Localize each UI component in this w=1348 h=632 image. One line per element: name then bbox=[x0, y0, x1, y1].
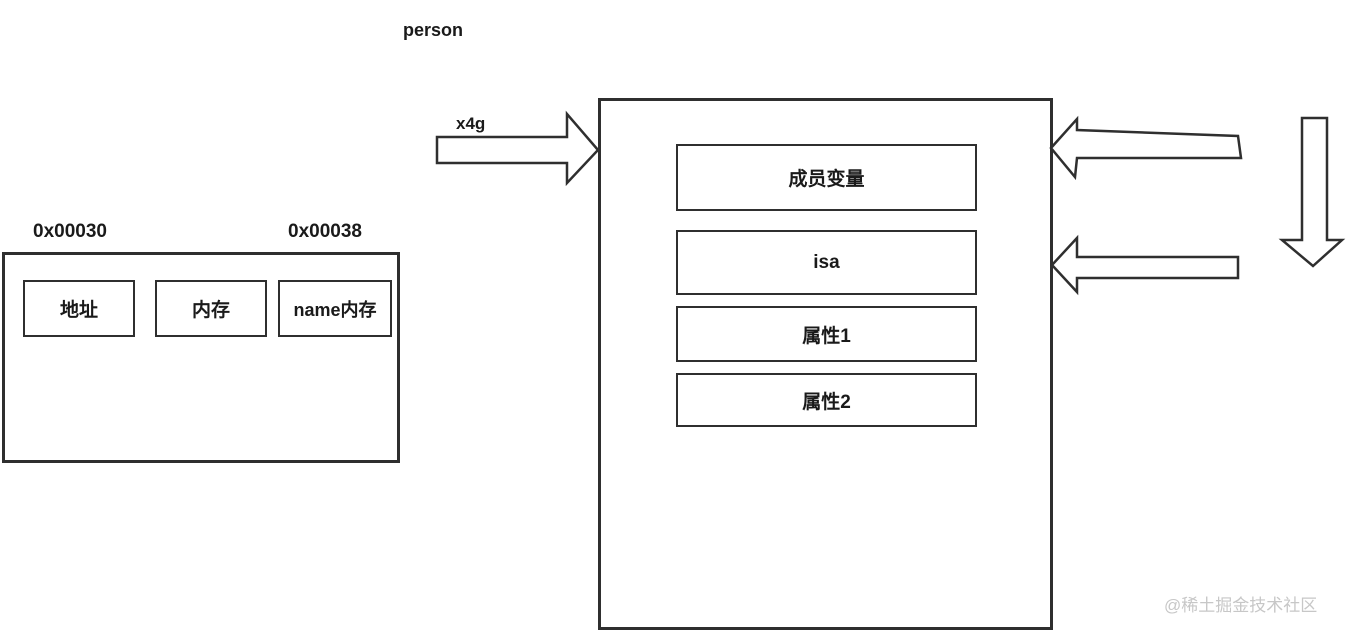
memory-cell-name-memory: name内存 bbox=[278, 280, 392, 337]
memory-cell-address: 地址 bbox=[23, 280, 135, 337]
watermark-text: @稀土掘金技术社区 bbox=[1164, 596, 1318, 615]
person-title: person bbox=[403, 20, 464, 40]
arrow-left-icon bbox=[1049, 115, 1243, 181]
pointer-value-label: x4g bbox=[456, 114, 486, 133]
arrow-down-icon bbox=[1278, 116, 1346, 268]
arrow-left-icon bbox=[1050, 234, 1240, 296]
memory-cell-memory: 内存 bbox=[155, 280, 267, 337]
row-property-2: 属性2 bbox=[676, 373, 977, 427]
row-member-variables: 成员变量 bbox=[676, 144, 977, 211]
row-isa: isa bbox=[676, 230, 977, 295]
arrow-right-icon bbox=[435, 110, 600, 187]
address-end-label: 0x00038 bbox=[288, 221, 362, 242]
row-property-1: 属性1 bbox=[676, 306, 977, 362]
address-start-label: 0x00030 bbox=[33, 221, 107, 242]
